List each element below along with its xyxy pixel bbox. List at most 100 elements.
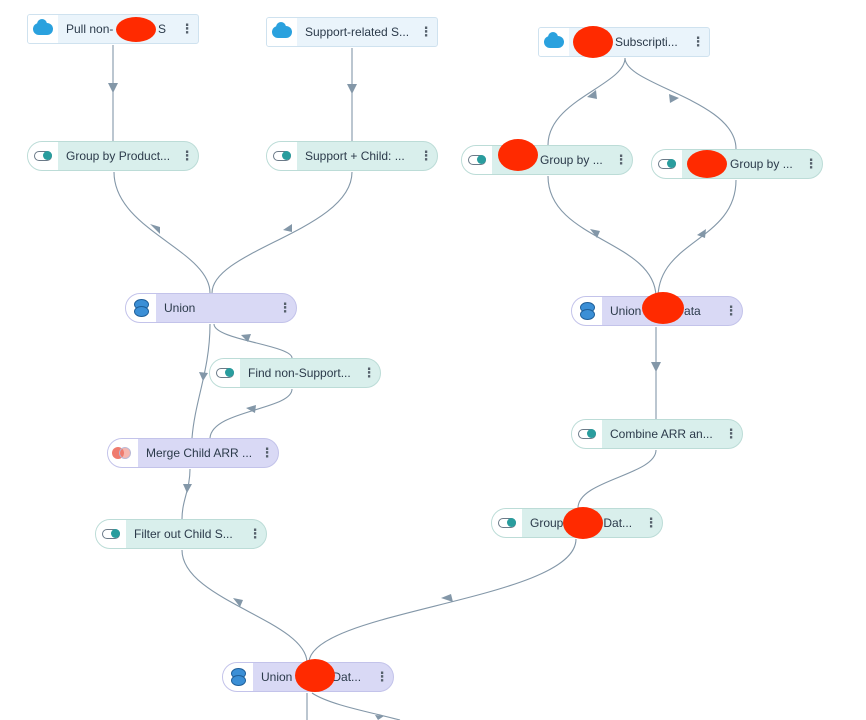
node-icon-cap — [28, 15, 58, 43]
node-menu-icon[interactable]: ⋮ — [804, 156, 818, 171]
redaction-mark — [563, 507, 603, 539]
arrowhead — [375, 715, 384, 720]
node-menu-icon[interactable]: ⋮ — [375, 669, 389, 684]
node-icon-cap — [462, 146, 492, 174]
node-group-by-b[interactable]: Group by ... ⋮ — [651, 149, 823, 179]
node-icon-cap — [267, 142, 297, 170]
node-subscripti[interactable]: Subscripti... ⋮ — [538, 27, 710, 57]
salesforce-cloud-icon — [33, 19, 53, 35]
arrowhead — [241, 334, 251, 342]
edge-group-product-to-union — [113, 171, 211, 294]
arrowhead — [246, 405, 256, 413]
node-label: Pull non- — [66, 22, 114, 36]
arrowhead — [697, 229, 706, 238]
arrowhead — [669, 94, 679, 103]
node-group-by-a[interactable]: Group by ... ⋮ — [461, 145, 633, 175]
transform-toggle-icon — [34, 151, 52, 161]
node-menu-icon[interactable]: ⋮ — [724, 303, 738, 318]
node-union[interactable]: Union ⋮ — [125, 293, 297, 323]
node-menu-icon[interactable]: ⋮ — [724, 426, 738, 441]
node-icon-cap — [539, 28, 569, 56]
edge-support-child-to-union — [211, 171, 353, 294]
node-label: Group by ... — [540, 153, 603, 167]
node-icon-cap — [223, 663, 253, 691]
transform-toggle-icon — [216, 368, 234, 378]
transform-toggle-icon — [658, 159, 676, 169]
node-combine-arr[interactable]: Combine ARR an... ⋮ — [571, 419, 743, 449]
redaction-mark — [295, 659, 335, 692]
node-find-non-support[interactable]: Find non-Support... ⋮ — [209, 358, 381, 388]
edge-group-a-to-union-data — [547, 175, 657, 297]
node-label: Support + Child: ... — [305, 149, 405, 163]
edge-filter-to-union-final — [181, 549, 308, 663]
node-label: Filter out Child S... — [134, 527, 233, 541]
node-icon-cap — [28, 142, 58, 170]
node-menu-icon[interactable]: ⋮ — [691, 34, 705, 49]
node-label: Support-related S... — [305, 25, 410, 39]
edge-combine-to-group-dat — [577, 449, 657, 509]
arrowhead — [233, 598, 243, 607]
arrowhead — [590, 229, 600, 238]
node-pull-non[interactable]: Pull non- ⋮ — [27, 14, 199, 44]
node-support-related[interactable]: Support-related S... ⋮ — [266, 17, 438, 47]
node-menu-icon[interactable]: ⋮ — [180, 148, 194, 163]
edge-merge-to-filter — [181, 468, 191, 520]
node-label: Union — [164, 301, 196, 315]
edge-union-final-right — [311, 692, 401, 720]
node-icon-cap — [210, 359, 240, 387]
arrowhead — [150, 224, 160, 234]
node-label-tail: Dat... — [603, 516, 633, 530]
arrowhead — [183, 484, 192, 493]
redaction-mark — [116, 17, 156, 42]
node-label-tail: S — [158, 22, 167, 36]
node-menu-icon[interactable]: ⋮ — [419, 148, 433, 163]
redaction-mark — [687, 150, 727, 178]
node-icon-cap — [108, 439, 138, 467]
edge-find-non-support-to-merge — [209, 388, 293, 439]
node-label: Group by Product... — [66, 149, 171, 163]
arrowhead — [651, 362, 661, 372]
node-menu-icon[interactable]: ⋮ — [644, 515, 658, 530]
arrowhead — [441, 594, 453, 602]
node-label: Group by ... — [730, 157, 793, 171]
node-icon-cap — [572, 297, 602, 325]
node-menu-icon[interactable]: ⋮ — [419, 24, 433, 39]
transform-toggle-icon — [102, 529, 120, 539]
node-menu-icon[interactable]: ⋮ — [248, 526, 262, 541]
edge-subscripti-to-group-b — [624, 57, 737, 150]
node-icon-cap — [96, 520, 126, 548]
arrowhead — [347, 84, 357, 94]
arrowhead — [108, 83, 118, 93]
node-menu-icon[interactable]: ⋮ — [180, 21, 194, 36]
salesforce-cloud-icon — [544, 32, 564, 48]
transform-toggle-icon — [578, 429, 596, 439]
edge-group-b-to-union-data — [657, 179, 737, 297]
node-merge-child-arr[interactable]: Merge Child ARR ... ⋮ — [107, 438, 279, 468]
redaction-mark — [642, 292, 684, 324]
arrowheads — [108, 83, 706, 720]
node-label: Group — [530, 516, 564, 530]
redaction-mark — [573, 26, 613, 58]
salesforce-cloud-icon — [272, 22, 292, 38]
node-menu-icon[interactable]: ⋮ — [362, 365, 376, 380]
node-icon-cap — [126, 294, 156, 322]
union-icon — [230, 668, 246, 686]
node-group-by-product[interactable]: Group by Product... ⋮ — [27, 141, 199, 171]
node-menu-icon[interactable]: ⋮ — [614, 152, 628, 167]
node-icon-cap — [652, 150, 682, 178]
transform-toggle-icon — [273, 151, 291, 161]
node-icon-cap — [572, 420, 602, 448]
node-menu-icon[interactable]: ⋮ — [260, 445, 274, 460]
node-label-tail: Dat... — [332, 670, 362, 684]
node-filter-out-child[interactable]: Filter out Child S... ⋮ — [95, 519, 267, 549]
node-label: Combine ARR an... — [610, 427, 713, 441]
redaction-mark — [498, 139, 538, 171]
node-label: Find non-Support... — [248, 366, 351, 380]
node-label: Subscripti... — [615, 35, 678, 49]
node-support-child[interactable]: Support + Child: ... ⋮ — [266, 141, 438, 171]
arrowhead — [199, 372, 208, 381]
node-menu-icon[interactable]: ⋮ — [278, 300, 292, 315]
union-icon — [133, 299, 149, 317]
